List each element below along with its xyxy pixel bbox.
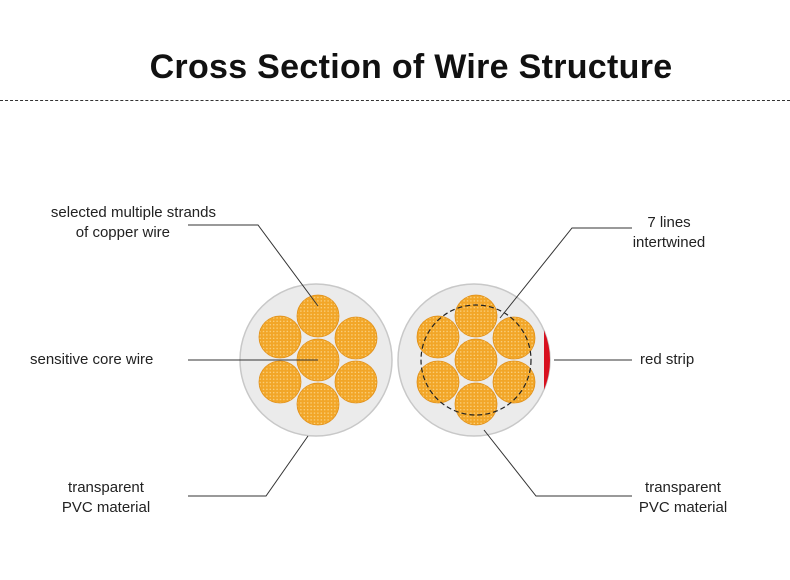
- right-strand-bottom: [454, 382, 498, 426]
- label-pvc-right-line2: PVC material: [638, 499, 728, 516]
- left-strand-upper-left: [258, 315, 302, 359]
- label-red-strip: red strip: [640, 351, 695, 368]
- right-strand-top: [454, 294, 498, 338]
- label-seven-lines: 7 lines intertwined: [618, 213, 720, 253]
- left-strand-bottom: [296, 382, 340, 426]
- leader-seven-lines: [499, 227, 632, 319]
- left-strand-lower-right: [334, 360, 378, 404]
- label-pvc-left-line2: PVC material: [61, 499, 151, 516]
- page-title: Cross Section of Wire Structure: [149, 48, 673, 86]
- right-strand-lower-right: [492, 360, 536, 404]
- left-strand-upper-right: [334, 316, 378, 360]
- label-pvc-left: transparent PVC material: [50, 478, 162, 518]
- right-strand-upper-right: [492, 316, 536, 360]
- dashed-divider: [0, 100, 790, 101]
- right-strand-lower-left: [416, 360, 460, 404]
- red-strip-shape: [544, 320, 550, 400]
- label-copper-strands-line2: of copper wire: [75, 224, 170, 241]
- label-seven-lines-line1: 7 lines: [647, 214, 691, 231]
- leader-lines: [188, 224, 632, 497]
- right-strands: [416, 294, 536, 426]
- right-strand-upper-left: [416, 315, 460, 359]
- label-core-wire: sensitive core wire: [30, 351, 154, 368]
- label-pvc-right: transparent PVC material: [626, 478, 740, 518]
- left-strand-lower-left: [258, 360, 302, 404]
- left-strands: [258, 294, 378, 426]
- leader-pvc-right: [483, 429, 632, 497]
- twist-dashed-circle: [420, 304, 532, 416]
- label-copper-strands: selected multiple strands of copper wire: [51, 203, 216, 243]
- label-seven-lines-line2: intertwined: [632, 234, 706, 251]
- right-strand-center: [454, 338, 498, 382]
- left-strand-top: [296, 294, 340, 338]
- label-copper-strands-line1: selected multiple strands: [50, 204, 216, 221]
- label-pvc-right-line1: transparent: [645, 479, 721, 496]
- label-pvc-left-line1: transparent: [68, 479, 144, 496]
- right-wire: [397, 283, 551, 437]
- leader-pvc-left: [188, 435, 309, 497]
- leader-copper-strands: [188, 224, 319, 307]
